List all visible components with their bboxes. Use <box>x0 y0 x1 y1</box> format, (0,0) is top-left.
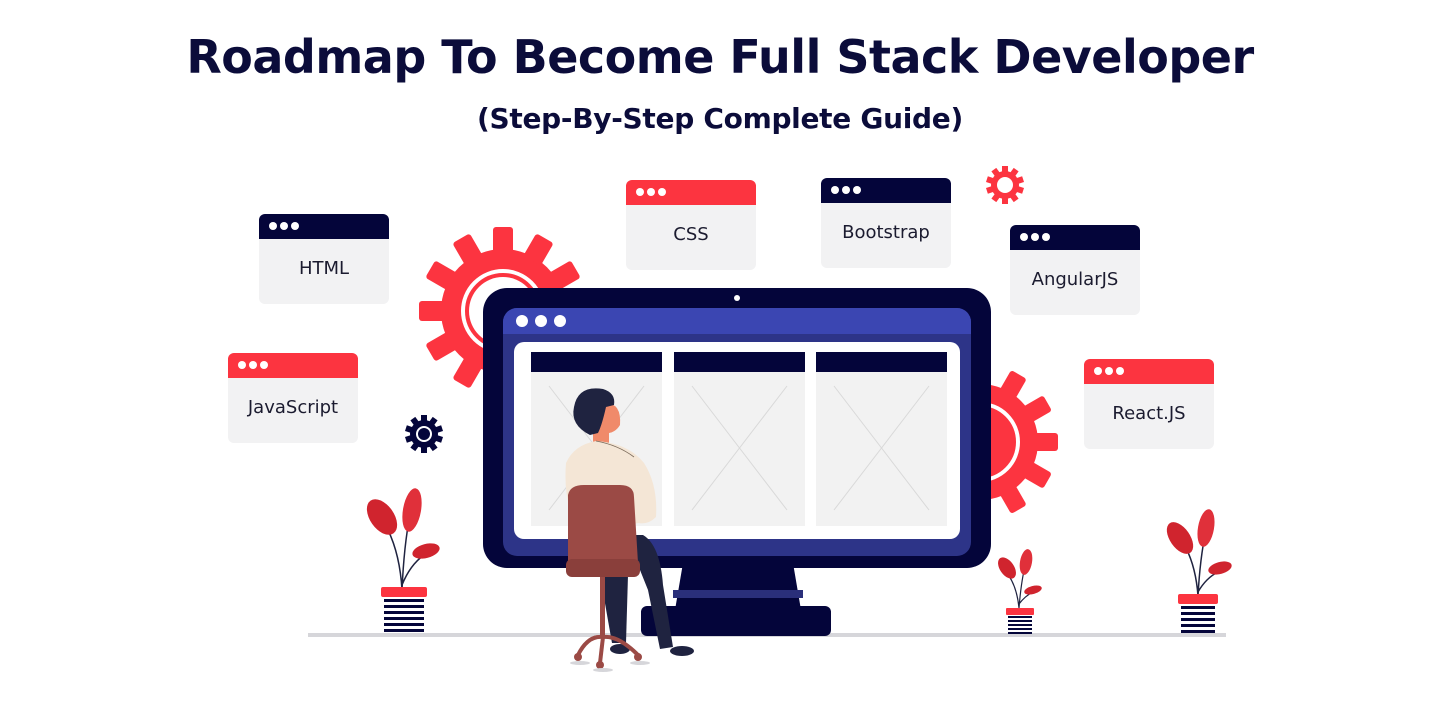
gear-icon <box>986 166 1024 204</box>
card-label: HTML <box>298 258 350 279</box>
window-dots-icon <box>636 188 666 196</box>
card-titlebar <box>259 214 389 239</box>
html-card: HTML <box>259 214 389 304</box>
window-dots-icon <box>1020 233 1050 241</box>
plant-icon <box>998 549 1042 634</box>
gear-icon <box>405 415 443 453</box>
page-title: Roadmap To Become Full Stack Developer <box>186 30 1254 84</box>
card-titlebar <box>626 180 756 205</box>
bootstrap-card: Bootstrap <box>821 178 951 268</box>
reactjs-card: React.JS <box>1084 359 1214 449</box>
card-label: AngularJS <box>1031 269 1119 290</box>
card-label: React.JS <box>1112 403 1186 424</box>
plant-icon <box>1166 509 1232 633</box>
card-titlebar <box>228 353 358 378</box>
css-card: CSS <box>626 180 756 270</box>
window-dots-icon <box>238 361 268 369</box>
window-dots-icon <box>1094 367 1124 375</box>
plant-icon <box>366 488 440 632</box>
card-label: CSS <box>673 224 709 245</box>
window-dots-icon <box>831 186 861 194</box>
person-icon <box>565 388 694 672</box>
window-dots-icon <box>269 222 299 230</box>
page-subtitle: (Step-By-Step Complete Guide) <box>477 102 963 135</box>
card-titlebar <box>1084 359 1214 384</box>
card-label: JavaScript <box>247 397 339 418</box>
card-label: Bootstrap <box>842 222 930 243</box>
monitor-icon <box>483 288 991 636</box>
card-titlebar <box>1010 225 1140 250</box>
card-titlebar <box>821 178 951 203</box>
angularjs-card: AngularJS <box>1010 225 1140 315</box>
javascript-card: JavaScript <box>228 353 358 443</box>
